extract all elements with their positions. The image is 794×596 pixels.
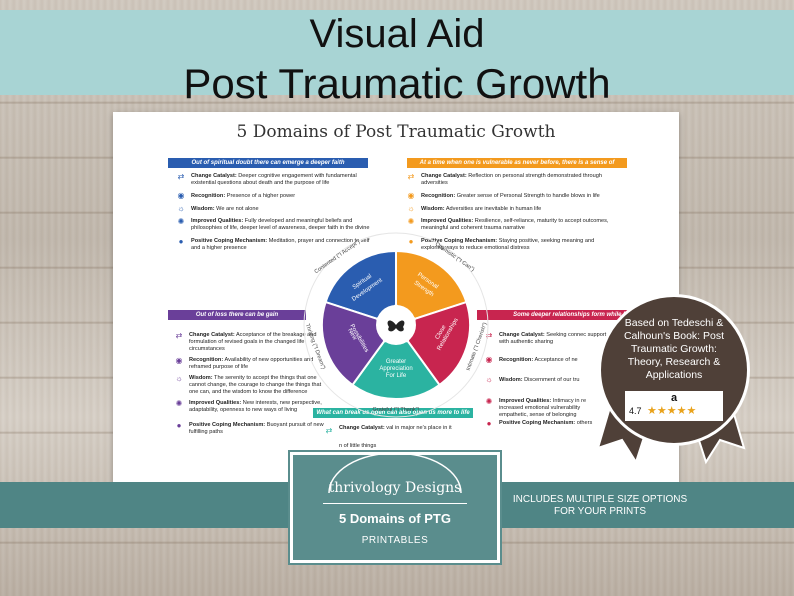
shuffle-icon: ⇄	[407, 172, 415, 181]
item-improved-qualities: Improved Qualities: Fully developed and …	[191, 218, 370, 231]
svg-text:For Life: For Life	[386, 373, 407, 379]
item-change-catalyst: Change Catalyst: val in major ne's place…	[339, 425, 452, 431]
head-icon: ●	[178, 237, 184, 246]
header-appreciation: What can break us open can also open us …	[313, 408, 473, 418]
poster-preview: 5 Domains of Post Traumatic Growth Out o…	[113, 112, 679, 484]
item-wisdom: Wisdom: Discernment of our tru	[499, 377, 580, 383]
bulb-icon: ☼	[175, 374, 183, 383]
head-icon: ●	[176, 421, 182, 430]
product-sub: PRINTABLES	[361, 535, 429, 546]
item-improved-qualities: Improved Qualities: Intimacy in re incre…	[499, 398, 587, 418]
title-line-2: Post Traumatic Growth	[183, 60, 611, 107]
item-wisdom: Wisdom: Adversities are inevitable in hu…	[421, 206, 542, 212]
poster-title: 5 Domains of Post Traumatic Growth	[236, 122, 556, 142]
sizes-note: INCLUDES MULTIPLE SIZE OPTIONS FOR YOUR …	[512, 494, 688, 517]
item-recognition: Recognition: Greater sense of Personal S…	[421, 193, 600, 199]
badge-text: Based on Tedeschi & Calhoun's Book: Post…	[623, 317, 725, 381]
item-appreciation-extra: n of little things	[339, 443, 377, 449]
star-icon: ✺	[175, 399, 183, 408]
item-coping: Positive Coping Mechanism: Staying posit…	[421, 238, 595, 251]
shuffle-icon: ⇄	[175, 331, 183, 340]
brand-arc	[328, 453, 462, 493]
item-recognition: Recognition: Presence of a higher power	[191, 193, 296, 199]
svg-text:Grateful ("I Thank"): Grateful ("I Thank")	[373, 407, 420, 413]
brand-name: thrivology Designs	[328, 480, 462, 496]
header-spiritual: Out of spiritual doubt there can emerge …	[168, 158, 368, 168]
rating-value: 4.7	[629, 406, 642, 416]
item-coping: Positive Coping Mechanism: Meditation, p…	[191, 238, 370, 251]
product-name: 5 Domains of PTG	[339, 511, 451, 526]
rating-stars: ★★★★★	[647, 405, 697, 417]
butterfly-icon	[387, 320, 405, 332]
segment-new-possibilities	[320, 300, 386, 387]
shuffle-icon: ⇄	[177, 172, 185, 181]
item-change-catalyst: Change Catalyst: Reflection on personal …	[421, 173, 602, 186]
title-line-1: Visual Aid	[309, 12, 485, 56]
bulb-icon: ☼	[485, 375, 493, 384]
item-improved-qualities: Improved Qualities: New interests, new p…	[189, 400, 322, 413]
brand-divider	[323, 503, 467, 504]
rating-box: a 4.7 ★★★★★	[625, 391, 723, 421]
head-icon: ●	[408, 237, 414, 246]
header-new-possibilities: Out of loss there can be gain	[168, 310, 306, 320]
star-icon: ✺	[485, 397, 493, 406]
item-improved-qualities: Improved Qualities: Resilience, self-rel…	[421, 218, 609, 231]
eye-icon: ◉	[175, 356, 183, 365]
item-coping: Positive Coping Mechanism: Buoyant pursu…	[189, 422, 324, 435]
domains-wheel: Spiritual Development Personal Strength …	[303, 232, 489, 418]
brand-card: thrivology Designs 5 Domains of PTG PRIN…	[288, 450, 502, 565]
item-recognition: Recognition: Acceptance of ne	[499, 357, 578, 363]
book-badge: Based on Tedeschi & Calhoun's Book: Post…	[598, 294, 750, 446]
amazon-icon: a	[670, 392, 678, 404]
item-wisdom: Wisdom: We are not alone	[191, 206, 259, 212]
svg-text:New: New	[346, 328, 358, 342]
header-strength: At a time when one is vulnerable as neve…	[407, 158, 627, 176]
star-icon: ✺	[407, 217, 415, 226]
shuffle-icon: ⇄	[485, 331, 493, 340]
title-banner	[0, 10, 794, 95]
star-icon: ✺	[177, 217, 185, 226]
item-change-catalyst: Change Catalyst: Acceptance of the break…	[189, 332, 317, 352]
header-relationships: Some deeper relationships form while los…	[477, 310, 677, 320]
shuffle-icon: ⇄	[325, 426, 333, 435]
head-icon: ●	[486, 419, 492, 428]
eye-icon: ◉	[407, 191, 415, 200]
item-change-catalyst: Change Catalyst: Deeper cognitive engage…	[191, 173, 357, 186]
item-wisdom: Wisdom: The serenity to accept the thing…	[189, 375, 322, 395]
bulb-icon: ☼	[177, 204, 185, 213]
eye-icon: ◉	[485, 355, 493, 364]
item-change-catalyst: Change Catalyst: Seeking connec support …	[499, 332, 607, 345]
eye-icon: ◉	[177, 191, 185, 200]
item-coping: Positive Coping Mechanism: others	[499, 420, 593, 426]
svg-text:Greater: Greater	[386, 359, 406, 365]
svg-text:Appreciation: Appreciation	[379, 366, 412, 372]
bulb-icon: ☼	[407, 204, 415, 213]
item-recognition: Recognition: Availability of new opportu…	[189, 357, 314, 370]
